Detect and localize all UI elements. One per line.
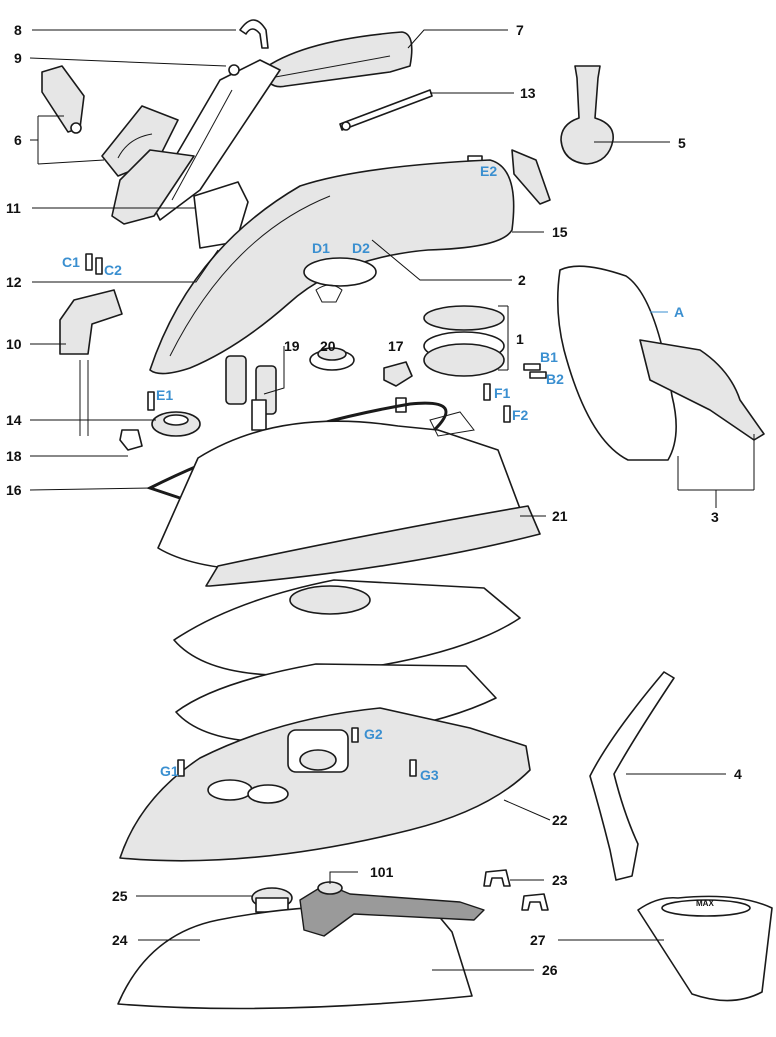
black-callouts: 8 9 7 6 13 5 11 15 2 12 10 19 20 17 1 14… xyxy=(6,22,742,978)
callout-12: 12 xyxy=(6,274,22,290)
callout-g2: G2 xyxy=(364,726,383,742)
part-3-side-shell-b xyxy=(639,339,765,441)
part-17-valve xyxy=(383,361,413,387)
callout-13: 13 xyxy=(520,85,536,101)
part-4-power-cord xyxy=(589,671,675,881)
callout-5: 5 xyxy=(678,135,686,151)
callout-f2: F2 xyxy=(512,407,529,423)
callout-8: 8 xyxy=(14,22,22,38)
callout-1: 1 xyxy=(516,331,524,347)
callout-26: 26 xyxy=(542,962,558,978)
callout-a: A xyxy=(674,304,684,320)
part-21-skirt xyxy=(205,505,541,587)
callout-e1: E1 xyxy=(156,387,173,403)
part-1-disc-bottom xyxy=(423,343,505,377)
callout-23: 23 xyxy=(552,872,568,888)
callout-c1: C1 xyxy=(62,254,80,270)
part-1-disc-top xyxy=(423,305,505,331)
part-23-clip-2 xyxy=(521,893,549,911)
blue-callouts: E2 D1 D2 C1 C2 A B1 B2 E1 F1 F2 G2 G1 G3 xyxy=(62,163,684,783)
callout-g3: G3 xyxy=(420,767,439,783)
callout-24: 24 xyxy=(112,932,128,948)
callout-22: 22 xyxy=(552,812,568,828)
part-11-rear-cover xyxy=(111,149,195,225)
callout-2: 2 xyxy=(518,272,526,288)
part-3-side-shell-a xyxy=(556,265,677,461)
part-d-valve-seat xyxy=(303,257,377,287)
part-heat-shield-frame xyxy=(173,579,521,677)
cup-max-label: MAX xyxy=(696,899,714,908)
callout-3: 3 xyxy=(711,509,719,525)
callout-g1: G1 xyxy=(160,763,179,779)
part-6-dial-housing xyxy=(101,105,179,177)
callout-f1: F1 xyxy=(494,385,511,401)
callout-14: 14 xyxy=(6,412,22,428)
callout-15: 15 xyxy=(552,224,568,240)
callout-d2: D2 xyxy=(352,240,370,256)
part-7-handle-cover xyxy=(261,31,413,88)
callout-d1: D1 xyxy=(312,240,330,256)
callout-25: 25 xyxy=(112,888,128,904)
callout-11: 11 xyxy=(6,200,21,216)
callout-21: 21 xyxy=(552,508,568,524)
part-10-thermostat xyxy=(59,289,123,355)
callout-101: 101 xyxy=(370,864,394,880)
part-23-clip-1 xyxy=(483,869,511,887)
callout-4: 4 xyxy=(734,766,742,782)
part-18-connector xyxy=(119,429,143,451)
part-6-trigger xyxy=(41,65,85,133)
part-13-spray-rod xyxy=(339,89,433,131)
callout-10: 10 xyxy=(6,336,22,352)
callout-e2: E2 xyxy=(480,163,497,179)
callout-17: 17 xyxy=(388,338,404,354)
callout-16: 16 xyxy=(6,482,22,498)
part-26-soleplate xyxy=(117,904,473,1010)
callout-6: 6 xyxy=(14,132,22,148)
callout-27: 27 xyxy=(530,932,546,948)
part-27-measuring-cup xyxy=(637,895,773,1002)
callout-19: 19 xyxy=(284,338,300,354)
callout-20: 20 xyxy=(320,338,336,354)
callout-b2: B2 xyxy=(546,371,564,387)
callout-b1: B1 xyxy=(540,349,558,365)
part-5-bottle xyxy=(560,65,614,165)
part-15-cap xyxy=(511,149,551,205)
callout-18: 18 xyxy=(6,448,22,464)
part-12-bracket xyxy=(193,181,249,249)
callout-c2: C2 xyxy=(104,262,122,278)
callout-9: 9 xyxy=(14,50,22,66)
leader-lines xyxy=(29,29,755,971)
part-19-pump-1 xyxy=(225,355,247,405)
part-8-clip xyxy=(239,19,269,49)
callout-7: 7 xyxy=(516,22,524,38)
